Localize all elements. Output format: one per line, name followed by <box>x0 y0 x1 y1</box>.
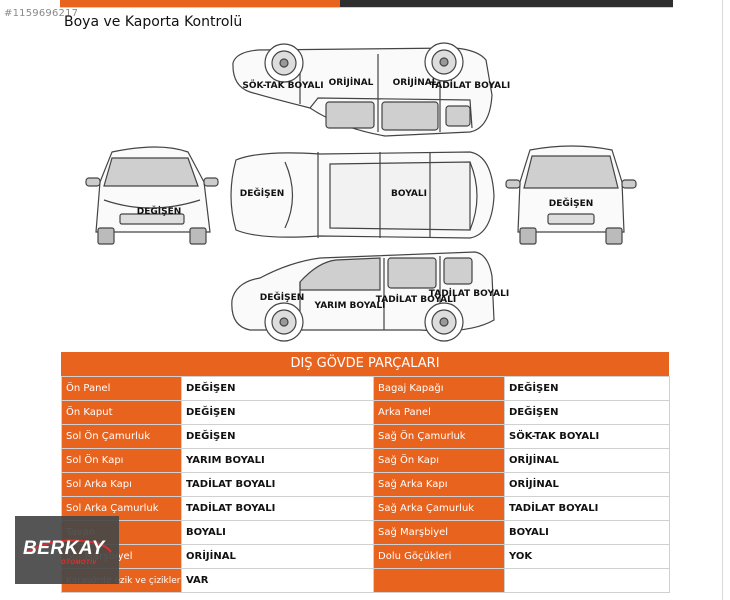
dealer-logo-subtitle: OTOMOTİV <box>61 560 97 566</box>
part-status: SÖK-TAK BOYALI <box>504 424 670 449</box>
label-bottom-rear-door: TADİLAT BOYALI <box>376 294 456 305</box>
table-row: Sol Arka Çamurluk TADİLAT BOYALI Sağ Ark… <box>61 496 670 521</box>
car-damage-diagram: SÖK-TAK BOYALI ORİJİNAL ORİJİNAL TADİLAT… <box>85 42 637 342</box>
part-status: ORİJİNAL <box>181 544 374 569</box>
table-row: Sol Arka Kapı TADİLAT BOYALI Sağ Arka Ka… <box>61 472 670 497</box>
part-label: Sağ Marşbiyel <box>373 520 505 545</box>
car-swoosh-icon <box>24 539 112 555</box>
listing-id: #1159696217 <box>4 8 79 19</box>
part-status: TADİLAT BOYALI <box>181 496 374 521</box>
part-label: Ön Panel <box>61 376 182 401</box>
table-row: Tavan BOYALI Sağ Marşbiyel BOYALI <box>61 520 670 545</box>
label-plan-roof: BOYALI <box>391 189 427 199</box>
part-status: BOYALI <box>504 520 670 545</box>
part-status: DEĞİŞEN <box>181 400 374 425</box>
empty-cell <box>504 568 670 593</box>
part-label: Sağ Ön Kapı <box>373 448 505 473</box>
car-top-plan-view <box>230 151 495 239</box>
exterior-parts-table: DIŞ GÖVDE PARÇALARI Ön Panel DEĞİŞEN Bag… <box>61 352 670 593</box>
empty-cell <box>373 568 505 593</box>
top-dark-bar <box>340 0 673 7</box>
car-right-side-view <box>231 251 495 342</box>
part-status: DEĞİŞEN <box>504 376 670 401</box>
parts-grid: Ön Panel DEĞİŞEN Bagaj Kapağı DEĞİŞEN Ön… <box>61 376 670 593</box>
part-label: Arka Panel <box>373 400 505 425</box>
part-status: DEĞİŞEN <box>181 376 374 401</box>
table-row: Sol Ön Kapı YARIM BOYALI Sağ Ön Kapı ORİ… <box>61 448 670 473</box>
label-bottom-front-door: YARIM BOYALI <box>314 301 386 311</box>
label-bottom-front-fender: DEĞİŞEN <box>260 291 305 303</box>
part-status: ORİJİNAL <box>504 472 670 497</box>
part-status: YOK <box>504 544 670 569</box>
part-status: ORİJİNAL <box>504 448 670 473</box>
part-status: VAR <box>181 568 374 593</box>
part-status: TADİLAT BOYALI <box>181 472 374 497</box>
label-rear-view: DEĞİŞEN <box>549 197 594 209</box>
label-top-roof-front: ORİJİNAL <box>329 77 374 88</box>
part-label: Sağ Arka Kapı <box>373 472 505 497</box>
top-accent-bar <box>60 0 342 7</box>
part-status: TADİLAT BOYALI <box>504 496 670 521</box>
part-status: DEĞİŞEN <box>181 424 374 449</box>
part-label: Sağ Arka Çamurluk <box>373 496 505 521</box>
car-front-view <box>85 146 219 245</box>
part-label: Ön Kaput <box>61 400 182 425</box>
label-top-door: SÖK-TAK BOYALI <box>242 80 323 91</box>
part-label: Dolu Göçükleri <box>373 544 505 569</box>
part-label: Sol Ön Çamurluk <box>61 424 182 449</box>
label-top-roof-rear: ORİJİNAL <box>393 77 438 88</box>
table-row: Sol Ön Çamurluk DEĞİŞEN Sağ Ön Çamurluk … <box>61 424 670 449</box>
car-rear-view <box>505 145 637 245</box>
dealer-logo-name: BERKAY <box>23 538 105 559</box>
label-bottom-rear-fender: TADİLAT BOYALI <box>429 288 509 299</box>
part-label: Bagaj Kapağı <box>373 376 505 401</box>
table-row: Karasörde ezik ve çizikler VAR <box>61 568 670 593</box>
table-header: DIŞ GÖVDE PARÇALARI <box>61 352 669 376</box>
table-row: Ön Panel DEĞİŞEN Bagaj Kapağı DEĞİŞEN <box>61 376 670 401</box>
part-status: DEĞİŞEN <box>504 400 670 425</box>
table-row: Sol Marşbiyel ORİJİNAL Dolu Göçükleri YO… <box>61 544 670 569</box>
label-front-view: DEĞİŞEN <box>137 205 182 217</box>
label-top-rear-fender: TADİLAT BOYALI <box>430 80 510 91</box>
part-label: Sol Arka Kapı <box>61 472 182 497</box>
dealer-logo: BERKAY OTOMOTİV <box>15 516 119 584</box>
part-status: BOYALI <box>181 520 374 545</box>
top-divider <box>60 7 673 8</box>
part-label: Sağ Ön Çamurluk <box>373 424 505 449</box>
part-status: YARIM BOYALI <box>181 448 374 473</box>
page-edge-rule <box>722 0 723 600</box>
page-title: Boya ve Kaporta Kontrolü <box>64 14 243 30</box>
table-row: Ön Kaput DEĞİŞEN Arka Panel DEĞİŞEN <box>61 400 670 425</box>
part-label: Sol Ön Kapı <box>61 448 182 473</box>
car-left-side-view <box>232 42 493 137</box>
label-plan-hood: DEĞİŞEN <box>240 187 285 199</box>
